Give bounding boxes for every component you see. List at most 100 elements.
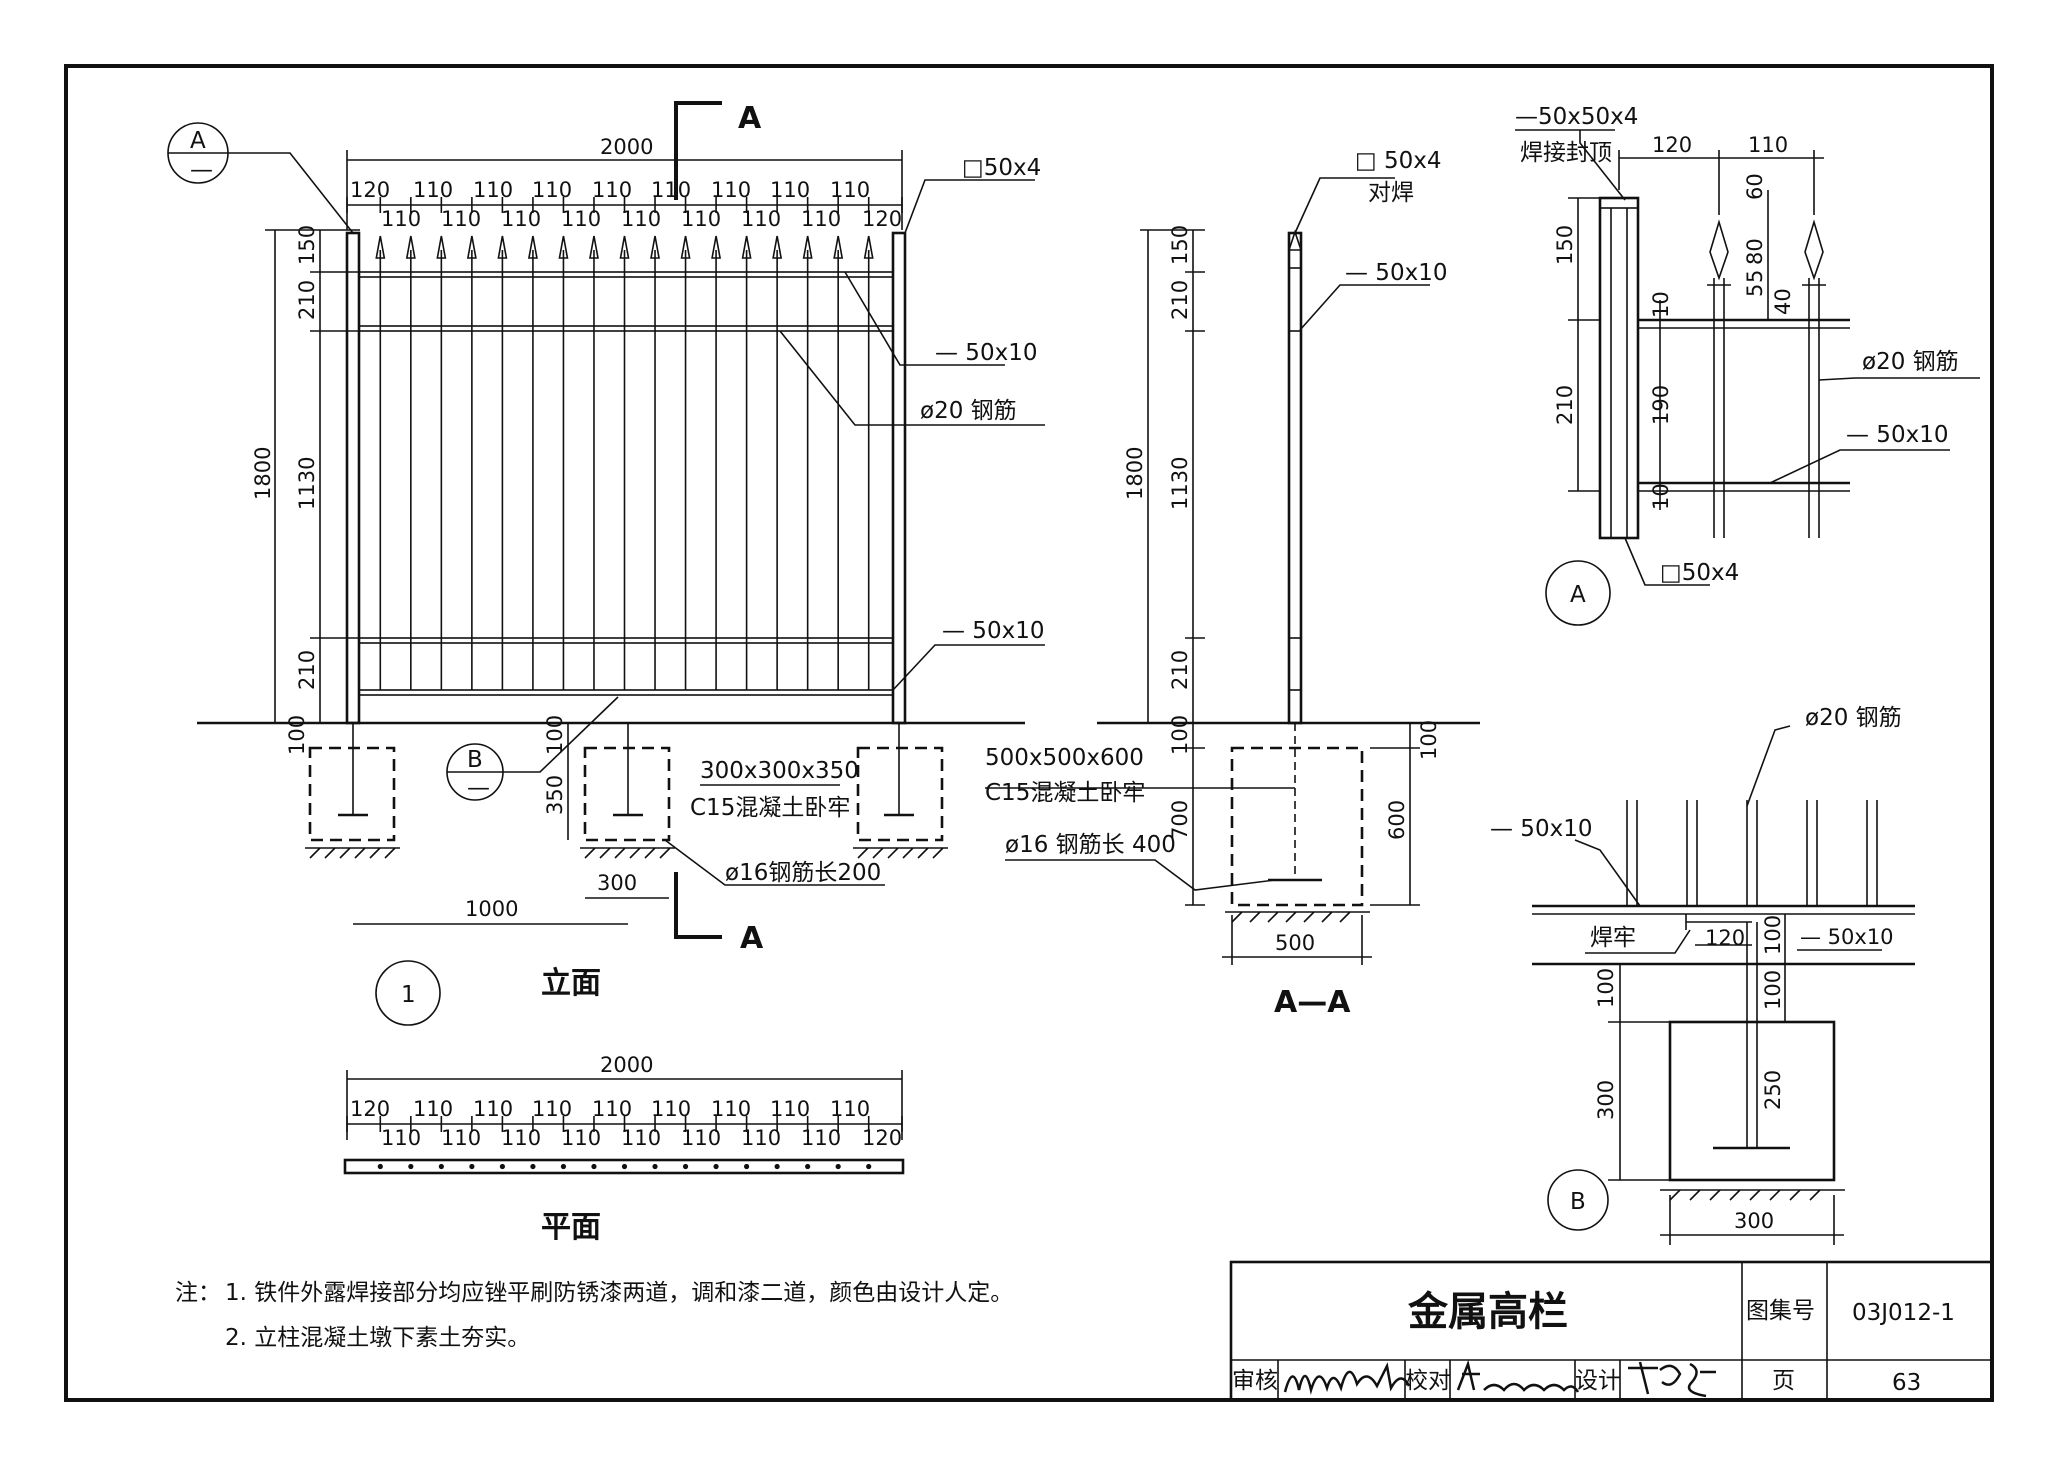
plan-spacing-label: 110 [801,1126,841,1150]
aa-post-weld: 对焊 [1368,180,1414,206]
notes-line-1: 1. 铁件外露焊接部分均应锉平刷防锈漆两道，调和漆二道，颜色由设计人定。 [225,1280,1013,1306]
plan-picket-dot [591,1163,597,1170]
plan-picket-dots [377,1163,872,1170]
aa-dim-100-right: 100 [1417,720,1441,760]
elev-spacing-ticks [346,197,903,213]
plan-caption: 平面 [541,1210,601,1245]
plan-spacing-label: 110 [561,1126,601,1150]
picket-spear [680,235,691,259]
detail-a-rebar-label: ø20 钢筋 [1862,349,1959,375]
aa-footing-material: C15混凝土卧牢 [985,780,1145,806]
plan-picket-dot [774,1163,780,1170]
plan-spacing-label: 110 [592,1097,632,1121]
elev-spacing-label: 110 [561,207,601,231]
detail-a-flatbar-label: — 50x10 [1846,422,1948,448]
picket-spear [527,235,538,259]
elev-dim-210-top: 210 [295,280,319,320]
elev-dim-1000: 1000 [465,897,518,921]
atlas-label: 图集号 [1746,1298,1815,1324]
design-label: 设计 [1575,1368,1621,1394]
plan-spacing-label: 110 [413,1097,453,1121]
elev-post-label: □50x4 [962,155,1041,181]
detail-a-angle-label: —50x50x4 [1515,104,1638,130]
aa-footing-size: 500x500x600 [985,745,1144,771]
elev-dim-300: 300 [597,871,637,895]
notes-prefix: 注： [175,1280,221,1306]
picket-spear [558,235,569,259]
picket-spear [619,235,630,259]
elev-spacing-label: 110 [501,207,541,231]
plan-width-total: 2000 [600,1053,653,1077]
footing-center [583,746,671,842]
elev-spacing-label: 120 [862,207,902,231]
detail-a-dim-150: 150 [1553,225,1577,265]
view-number-circle [375,960,441,1026]
plan-picket-dot [408,1163,414,1170]
notes-line-2: 2. 立柱混凝土墩下素土夯实。 [225,1325,530,1351]
top-rail [358,271,894,278]
aa-anchor-bar: ø16 钢筋长 400 [1005,832,1176,858]
review-label: 审核 [1232,1368,1278,1394]
drawing-title: 金属高栏 [1407,1289,1568,1335]
detail-a-angle-note: 焊接封顶 [1520,140,1612,166]
elev-spacing-label: 110 [741,207,781,231]
aa-dim-700: 700 [1168,800,1192,840]
elev-footing-material: C15混凝土卧牢 [690,795,850,821]
elev-flatbar-top-label: — 50x10 [935,340,1037,366]
elev-dim-350: 350 [543,775,567,815]
elev-spacing-label: 110 [681,207,721,231]
detail-b-dim-100-b: 100 [1761,970,1785,1010]
elev-spacing-label: 110 [592,178,632,202]
detail-b-dim-300-v: 300 [1594,1080,1618,1120]
plan-spacing-label: 110 [651,1097,691,1121]
plan-spacing-label: 110 [441,1126,481,1150]
picket-spear [741,235,752,259]
elev-spacing-label: 110 [801,207,841,231]
plan-picket-dot [835,1163,841,1170]
plan-spacing-label: 110 [621,1126,661,1150]
picket-spear [375,235,386,259]
plan-picket-dot [713,1163,719,1170]
detail-b-dim-100-a: 100 [1761,915,1785,955]
page-number: 63 [1892,1370,1921,1396]
title-block: 金属高栏 图集号 03J012-1 审核 校对 设计 页 63 [1229,1260,1994,1402]
aa-post [1287,231,1303,725]
elev-dim-100-center: 100 [543,715,567,755]
elev-dim-150: 150 [295,225,319,265]
picket-spear [650,235,660,259]
plan-view: 2000 120 110 110 110 110 110 110 110 110… [343,1053,905,1245]
elev-flatbar-bottom-label: — 50x10 [942,618,1044,644]
plan-spacing-label: 110 [830,1097,870,1121]
detail-a-dim-120: 120 [1652,133,1692,157]
plan-rail [343,1158,905,1175]
fence-post-right [891,231,907,725]
elev-spacing-label: 110 [711,178,751,202]
elev-spacing-label: 110 [381,207,421,231]
aa-post-label: □ 50x4 [1355,148,1442,174]
detail-b-dim-300-h: 300 [1734,1209,1774,1233]
plan-picket-dot [682,1163,689,1170]
elev-spacing-label: 110 [830,178,870,202]
aa-dim-1800: 1800 [1123,447,1147,500]
elev-spacing-label: 110 [651,178,691,202]
sheet-frame [64,64,1994,1402]
view-number: 1 [401,982,416,1008]
detail-a-post-label: □50x4 [1660,560,1739,586]
picket-spear [497,235,508,259]
detail-b-callout: B [1570,1189,1586,1215]
elev-spacing-label: 110 [621,207,661,231]
plan-picket-dot [438,1163,444,1170]
plan-picket-dot [377,1163,383,1170]
lower-rail [358,637,894,644]
section-cut-a-bottom: A [740,921,764,956]
pickets-group [375,235,874,690]
plan-spacing-label: 110 [770,1097,810,1121]
detail-b-view: 120 100 100 250 100 300 300 ø20 钢筋 — 50x… [1490,705,1915,1245]
detail-b-flatbar-left: — 50x10 [1490,816,1592,842]
plan-spacing-ticks [346,1116,903,1132]
picket-spear [589,235,599,259]
aa-flatbar-label: — 50x10 [1345,260,1447,286]
plan-picket-dot [499,1163,505,1170]
picket-spear [405,235,416,259]
